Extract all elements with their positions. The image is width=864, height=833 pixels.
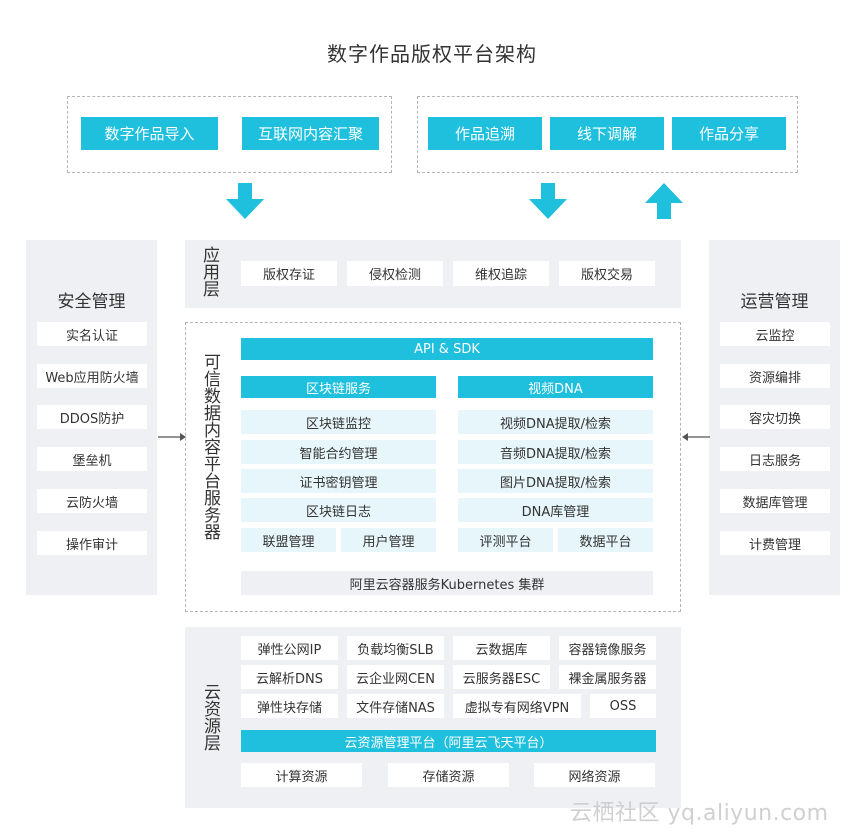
app-item-detect: 侵权检测 (347, 261, 443, 286)
offline-mediation-box: 线下调解 (550, 117, 664, 150)
page-title: 数字作品版权平台架构 (327, 42, 537, 66)
top-right-group (417, 96, 798, 173)
security-item: 堡垒机 (37, 447, 147, 471)
up-arrow-icon (645, 183, 683, 219)
security-item: 云防火墙 (37, 489, 147, 513)
watermark: 云栖社区 yq.aliyun.com (570, 801, 829, 826)
cloud-item: 云服务器ESC (453, 665, 550, 689)
security-panel-title: 安全管理 (57, 292, 126, 312)
cloud-item: 文件存储NAS (347, 694, 444, 718)
compute-resources: 计算资源 (241, 763, 362, 787)
blockchain-item: 区块链日志 (241, 498, 436, 522)
dna-item: DNA库管理 (458, 498, 653, 522)
app-layer-label: 应用层 (199, 246, 219, 297)
down-arrow-left-icon (226, 183, 264, 219)
internet-content-box: 互联网内容汇聚 (242, 117, 379, 150)
operations-item: 数据库管理 (720, 489, 830, 513)
cloud-item: 裸金属服务器 (559, 665, 656, 689)
cloud-item: 负载均衡SLB (347, 636, 444, 660)
cloud-platform-bar: 云资源管理平台（阿里云飞天平台） (241, 730, 656, 752)
cloud-item: 云解析DNS (241, 665, 338, 689)
operations-item: 计费管理 (720, 531, 830, 555)
dna-item: 视频DNA提取/检索 (458, 410, 653, 434)
alliance-management: 联盟管理 (241, 528, 336, 552)
video-dna-header: 视频DNA (458, 376, 653, 398)
cloud-item: 弹性公网IP (241, 636, 338, 660)
security-item: Web应用防火墙 (37, 364, 147, 388)
blockchain-item: 区块链监控 (241, 410, 436, 434)
operations-item: 云监控 (720, 322, 830, 346)
app-item-track: 维权追踪 (453, 261, 549, 286)
trusted-platform-label: 可信数据内容平台服务器 (200, 353, 220, 540)
arrow-left-icon (682, 433, 710, 441)
dna-item: 图片DNA提取/检索 (458, 469, 653, 493)
evaluation-platform: 评测平台 (458, 528, 553, 552)
security-item: 操作审计 (37, 531, 147, 555)
storage-resources: 存储资源 (388, 763, 509, 787)
security-item: 实名认证 (37, 322, 147, 346)
arrow-right-icon (158, 433, 186, 441)
top-left-group (67, 96, 392, 173)
operations-panel-title: 运营管理 (740, 292, 809, 312)
cloud-item: 云企业网CEN (347, 665, 444, 689)
operations-item: 日志服务 (720, 447, 830, 471)
cloud-item: 虚拟专有网络VPN (453, 694, 581, 718)
blockchain-item: 智能合约管理 (241, 440, 436, 464)
trace-works-box: 作品追溯 (428, 117, 542, 150)
cloud-item: OSS (590, 694, 656, 718)
blockchain-item: 证书密钥管理 (241, 469, 436, 493)
user-management: 用户管理 (341, 528, 436, 552)
kubernetes-cluster-bar: 阿里云容器服务Kubernetes 集群 (241, 571, 653, 595)
cloud-item: 容器镜像服务 (559, 636, 656, 660)
data-platform: 数据平台 (558, 528, 653, 552)
blockchain-header: 区块链服务 (241, 376, 436, 398)
trusted-platform-group (185, 322, 681, 612)
security-item: DDOS防护 (37, 405, 147, 429)
app-item-deposit: 版权存证 (241, 261, 337, 286)
cloud-item: 云数据库 (453, 636, 550, 660)
cloud-layer-label: 云资源层 (200, 683, 220, 751)
dna-item: 音频DNA提取/检索 (458, 440, 653, 464)
operations-item: 容灾切换 (720, 405, 830, 429)
down-arrow-right-icon (529, 183, 567, 219)
network-resources: 网络资源 (534, 763, 655, 787)
api-sdk-bar: API & SDK (241, 338, 653, 360)
share-works-box: 作品分享 (672, 117, 786, 150)
app-item-trade: 版权交易 (559, 261, 655, 286)
import-works-box: 数字作品导入 (81, 117, 218, 150)
cloud-item: 弹性块存储 (241, 694, 338, 718)
operations-item: 资源编排 (720, 364, 830, 388)
